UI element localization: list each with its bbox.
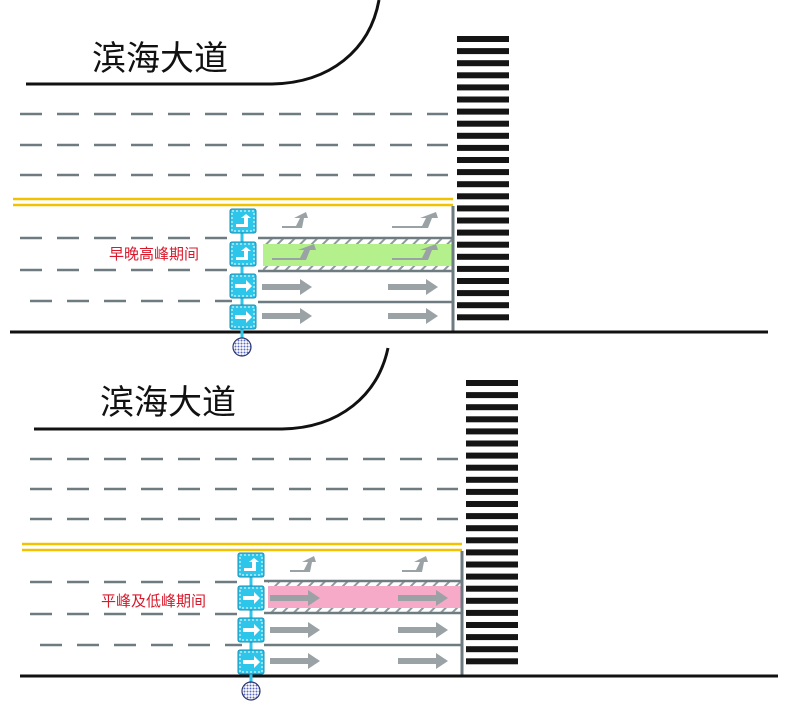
left-turn-arrow-icon (392, 244, 438, 260)
lane-direction-sign-icon (229, 273, 257, 299)
variable-lane-hatch-bottom (263, 266, 452, 271)
variable-lane-hatch-top (263, 239, 452, 244)
curb-curve (34, 347, 390, 431)
left-turn-arrow-icon (282, 212, 308, 228)
lane-direction-sign-icon (229, 304, 257, 330)
crosswalk-stripe (457, 72, 509, 79)
crosswalk (457, 36, 509, 321)
crosswalk-stripe (457, 314, 509, 321)
crosswalk-stripe (466, 646, 518, 653)
crosswalk-stripe (466, 428, 518, 435)
crosswalk-stripe (466, 525, 518, 532)
crosswalk-stripe (466, 634, 518, 641)
signal-post-icon (232, 337, 252, 357)
crosswalk-stripe (466, 404, 518, 411)
period-label: 早晚高峰期间 (109, 245, 199, 263)
straight-arrow-icon (270, 653, 320, 669)
crosswalk-stripe (457, 120, 509, 127)
straight-arrow-icon (398, 622, 448, 638)
crosswalk-stripe (457, 169, 509, 176)
crosswalk-stripe (457, 36, 509, 42)
road-name: 滨海大道 (100, 383, 236, 423)
lane-direction-sign-icon (237, 617, 265, 643)
crosswalk-stripe (457, 157, 509, 163)
crosswalk-stripe (466, 464, 518, 471)
crosswalk-stripe (457, 181, 509, 188)
panel-peak-hours: 滨海大道 早晚高峰期间 (10, 0, 768, 357)
crosswalk-stripe (466, 597, 518, 604)
crosswalk-stripe (457, 229, 509, 236)
crosswalk-stripe (466, 585, 518, 592)
crosswalk-stripe (457, 108, 509, 115)
lane-direction-sign-icon (229, 241, 257, 267)
variable-lane-hatch-bottom (268, 608, 461, 613)
crosswalk-stripe (457, 302, 509, 309)
left-turn-arrow-icon (290, 556, 316, 572)
left-turn-arrow-icon (402, 556, 428, 572)
crosswalk-stripe (466, 561, 518, 568)
variable-lane (263, 239, 452, 271)
lane-direction-sign-icon (237, 649, 265, 675)
crosswalk-stripe (466, 622, 518, 628)
crosswalk-stripe (466, 392, 518, 399)
crosswalk-stripe (457, 193, 509, 200)
straight-arrow-icon (398, 653, 448, 669)
crosswalk-stripe (466, 549, 518, 556)
crosswalk-stripe (466, 416, 518, 423)
crosswalk-stripe (457, 253, 509, 260)
straight-arrow-icon (388, 308, 438, 324)
variable-lane-hatch-top (268, 581, 461, 586)
crosswalk-stripe (466, 380, 518, 386)
straight-arrow-icon (398, 590, 448, 606)
road-name: 滨海大道 (92, 39, 228, 79)
signal-post-icon (241, 681, 261, 701)
crosswalk-stripe (457, 144, 509, 151)
crosswalk-stripe (457, 217, 509, 224)
crosswalk-stripe (457, 48, 509, 55)
crosswalk-stripe (466, 658, 518, 665)
crosswalk-stripe (466, 488, 518, 495)
period-label: 平峰及低峰期间 (101, 592, 206, 610)
crosswalk-stripe (457, 60, 509, 67)
crosswalk-stripe (457, 290, 509, 297)
straight-arrow-icon (388, 279, 438, 295)
lane-direction-sign-icon (237, 585, 265, 611)
straight-arrow-icon (262, 308, 312, 324)
crosswalk-stripe (466, 476, 518, 483)
panel-off-peak-hours: 滨海大道 平峰及低峰期间 (20, 347, 778, 701)
straight-arrow-icon (262, 279, 312, 295)
crosswalk (466, 380, 518, 665)
crosswalk-stripe (466, 501, 518, 507)
lane-direction-sign-icon (237, 552, 265, 578)
crosswalk-stripe (457, 265, 509, 272)
crosswalk-stripe (457, 278, 509, 284)
crosswalk-stripe (466, 609, 518, 616)
left-turn-arrow-icon (392, 212, 438, 228)
crosswalk-stripe (466, 440, 518, 447)
straight-arrow-icon (270, 590, 320, 606)
crosswalk-stripe (457, 241, 509, 248)
crosswalk-stripe (466, 513, 518, 520)
crosswalk-stripe (457, 205, 509, 212)
crosswalk-stripe (457, 96, 509, 103)
crosswalk-stripe (457, 132, 509, 139)
straight-arrow-icon (270, 622, 320, 638)
crosswalk-stripe (466, 573, 518, 580)
crosswalk-stripe (457, 84, 509, 91)
left-turn-arrow-icon (272, 244, 316, 260)
crosswalk-stripe (466, 452, 518, 459)
lane-direction-sign-icon (229, 208, 257, 234)
crosswalk-stripe (466, 537, 518, 544)
curb-curve (26, 0, 381, 86)
